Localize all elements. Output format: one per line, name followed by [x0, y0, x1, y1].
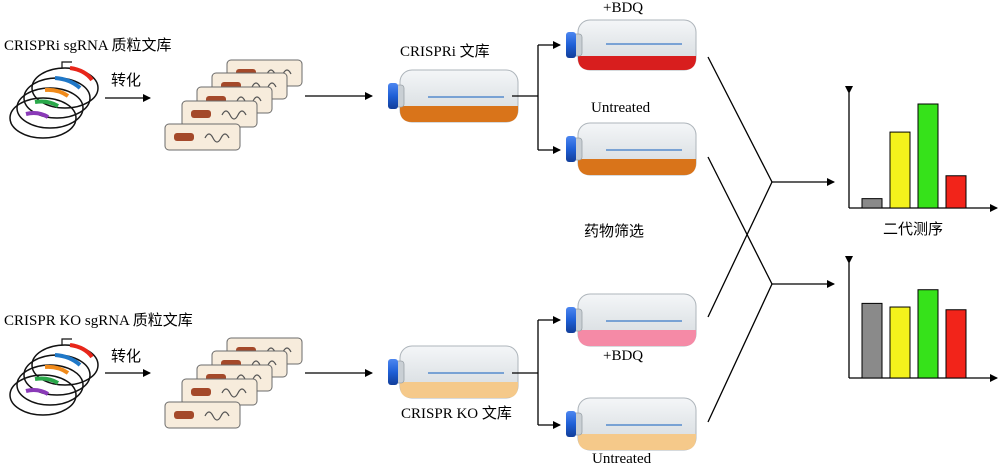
library-label-crispri: CRISPRi sgRNA 质粒文库	[4, 38, 172, 54]
condition-label-untreated-bottom: Untreated	[592, 451, 652, 467]
bar-top-4	[945, 175, 967, 209]
bar-bottom-2	[889, 306, 911, 379]
plasmid-library-bottom	[9, 338, 99, 416]
bar-bottom-4	[945, 309, 967, 379]
branch-top	[512, 41, 561, 154]
flask-crispri-untreated	[566, 122, 697, 176]
flask-crispri-bdq	[566, 19, 697, 71]
flask-crispri-pool	[388, 69, 519, 123]
cell-stack-bottom	[164, 337, 303, 429]
condition-label-bdq-top: +BDQ	[603, 0, 644, 16]
bar-bottom-1	[861, 302, 883, 379]
condition-label-untreated-top: Untreated	[591, 100, 651, 116]
bar-top-3	[917, 103, 939, 209]
pool-label-crispri: CRISPRi 文库	[400, 44, 490, 60]
flask-crisprko-untreated	[566, 397, 697, 451]
branch-bottom	[512, 316, 561, 429]
transform-label-bottom: 转化	[111, 347, 142, 365]
bar-bottom-3	[917, 289, 939, 379]
flask-crisprko-pool	[388, 345, 519, 399]
bar-chart-top	[845, 86, 998, 212]
sequencing-label: 二代测序	[883, 220, 944, 238]
plasmid-library-top	[9, 61, 99, 139]
pool-label-crisprko: CRISPR KO 文库	[401, 406, 512, 422]
library-label-crisprko: CRISPR KO sgRNA 质粒文库	[4, 313, 193, 329]
bar-top-2	[889, 131, 911, 209]
convergence-lines	[707, 56, 835, 423]
drug-screen-label: 药物筛选	[584, 222, 645, 240]
transform-label-top: 转化	[111, 71, 142, 89]
bar-top-1	[861, 198, 883, 209]
bar-chart-bottom	[845, 256, 998, 382]
condition-label-bdq-bottom: +BDQ	[603, 348, 644, 364]
cell-stack-top	[164, 59, 303, 151]
flask-crisprko-bdq	[566, 293, 697, 347]
